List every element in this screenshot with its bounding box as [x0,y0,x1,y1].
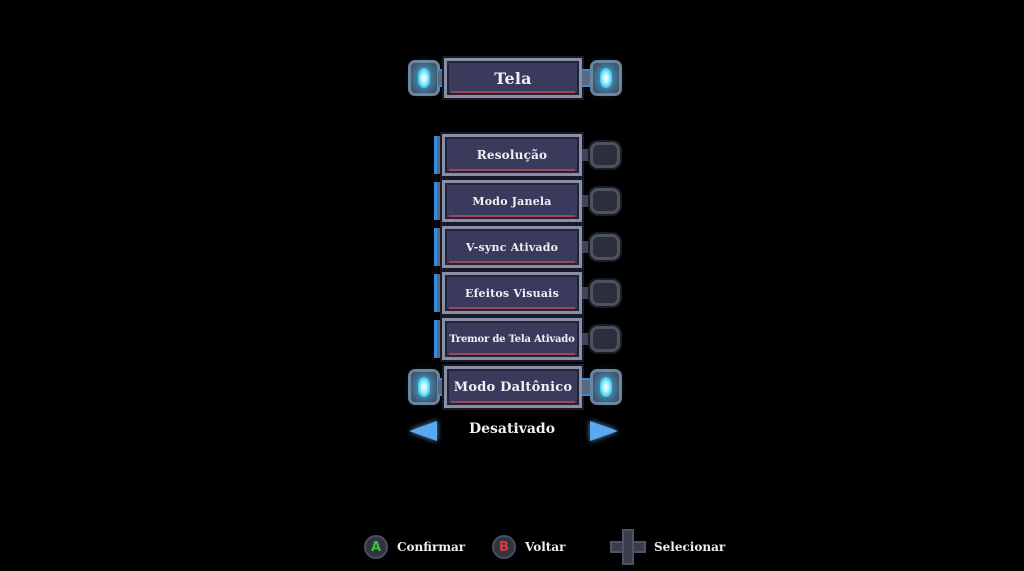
option-knob-connector [582,149,592,161]
option-left-cap [434,182,442,220]
option-knob-connector [582,287,592,299]
option-vsync-button[interactable]: V-sync Ativado [442,226,582,268]
header-right-gem-icon [590,60,622,96]
header-right-connector [582,69,592,87]
option-screen-shake-knob[interactable] [590,326,620,352]
page-title: Tela [444,58,582,98]
header-left-gem-icon [408,60,440,96]
option-window-mode-button[interactable]: Modo Janela [442,180,582,222]
option-left-cap [434,228,442,266]
dpad-icon [610,529,646,565]
hint-select[interactable]: Selecionar [610,529,725,565]
option-left-cap [434,274,442,312]
hint-back-label: Voltar [525,540,566,554]
selector-left-connector [438,378,448,396]
hint-confirm[interactable]: A Confirmar [364,535,465,559]
selector-right-gem-icon [590,369,622,405]
option-vsync-knob[interactable] [590,234,620,260]
option-resolution-button[interactable]: Resolução [442,134,582,176]
header-left-connector [438,69,448,87]
option-knob-connector [582,333,592,345]
option-visual-effects-knob[interactable] [590,280,620,306]
colorblind-mode-value: Desativado [468,421,556,437]
option-screen-shake-button[interactable]: Tremor de Tela Ativado [442,318,582,360]
right-arrow-icon[interactable] [590,421,618,441]
option-left-cap [434,320,442,358]
option-visual-effects-button[interactable]: Efeitos Visuais [442,272,582,314]
left-arrow-icon[interactable] [409,421,437,441]
a-button-icon: A [364,535,388,559]
option-left-cap [434,136,442,174]
hint-back[interactable]: B Voltar [492,535,565,559]
option-knob-connector [582,195,592,207]
hint-confirm-label: Confirmar [397,540,466,554]
selector-right-connector [582,378,592,396]
option-resolution-knob[interactable] [590,142,620,168]
selector-left-gem-icon [408,369,440,405]
option-window-mode-knob[interactable] [590,188,620,214]
b-button-icon: B [492,535,516,559]
colorblind-mode-button[interactable]: Modo Daltônico [444,366,582,408]
hint-select-label: Selecionar [654,540,726,554]
option-knob-connector [582,241,592,253]
